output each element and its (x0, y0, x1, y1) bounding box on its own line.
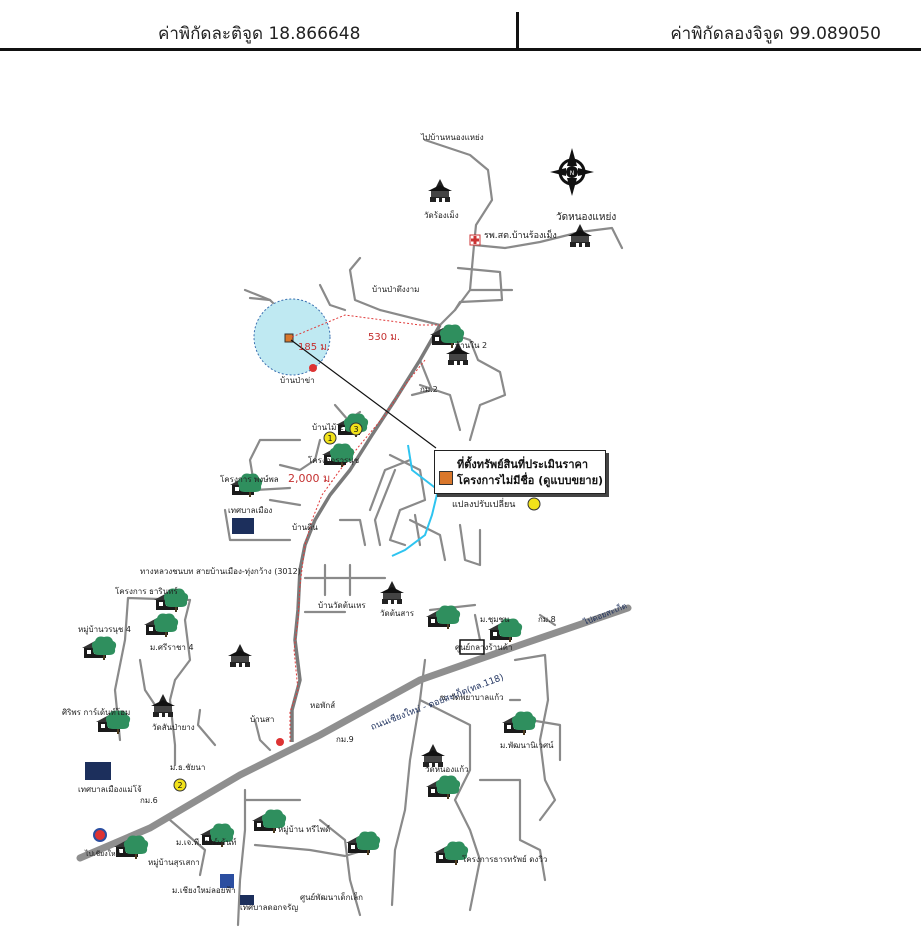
label: วัดหนองแหย่ง (556, 212, 616, 223)
label: กม.8 (538, 615, 556, 624)
label: ม.เชียงใหม่ลอยฟ้า (172, 886, 236, 895)
landmark-dot (309, 364, 317, 372)
building-icon (220, 874, 234, 888)
north-compass: N (550, 148, 594, 196)
school-icon (85, 762, 111, 780)
header-divider (516, 12, 519, 50)
temple-icon (380, 581, 404, 604)
label: ม.พัฒนานิเวศน์ (500, 740, 554, 750)
label: โครงการวรนุช (308, 455, 360, 465)
label: ศิริพร การ์เด้นท์โฮม (62, 707, 130, 717)
callout-leader (290, 339, 437, 449)
distance-185: 185 ม. (298, 342, 330, 353)
label: บ้านใน 2 (455, 341, 487, 350)
distance-2000: 2,000 ม. (288, 472, 334, 485)
property-callout: ที่ตั้งทรัพย์สินที่ประเมินราคา โครงการไม… (434, 450, 606, 494)
gas-station-icon (93, 828, 107, 842)
svg-text:2: 2 (177, 781, 182, 790)
label: ม.เจ.พี. การ์เด้นท์ (176, 837, 236, 847)
label: วัดร้องเม็ง (424, 210, 459, 220)
label: หมู่บ้านสุรเสกา (148, 858, 200, 868)
callout-title: ที่ตั้งทรัพย์สินที่ประเมินราคา (457, 458, 589, 471)
marker-2: 2 (173, 778, 187, 792)
callout-subtitle: โครงการไม่มีชื่อ (ดูแบบขยาย) (457, 474, 604, 487)
label: บ้านวัดต้นเหร (318, 601, 366, 610)
label: กม.2 (420, 385, 438, 394)
property-swatch (439, 471, 453, 485)
label: ไปบ้านหนองแหย่ง (420, 133, 484, 142)
temple-icon (228, 644, 252, 667)
building-icon (240, 895, 254, 905)
hospital-icon (469, 234, 481, 246)
highway-118 (76, 604, 632, 862)
landmark-dot (276, 738, 284, 746)
house-icon (346, 831, 381, 855)
label: หมู่บ้าน ทรีไพด์ (278, 824, 330, 835)
label: หอพักส์ (310, 700, 335, 710)
label: เทศบาลเมืองแม่โจ้ (78, 784, 142, 794)
latitude-label: ค่าพิกัดละติจูด 18.866648 (158, 24, 361, 44)
label: ทางหลวงชนบท สายบ้านเมือง-ทุ่งกว้าง (3012… (140, 567, 301, 576)
label: ม.ธ.ชัยนา (170, 763, 205, 772)
label: หมู่บ้านวรนุช 4 (78, 625, 131, 635)
label: บ้านดิน (292, 523, 318, 532)
label: เทศบาลดอกจรัญ (240, 903, 298, 912)
label: กม.9 (336, 735, 354, 744)
dotted-route (289, 314, 440, 742)
label: ไปเชียงใหม่ (84, 849, 120, 858)
label: ม.ศรีราชา 4 (150, 643, 194, 652)
longitude-label: ค่าพิกัดลองจิจูด 99.089050 (670, 24, 881, 44)
label: ม.ชุมชน (480, 615, 510, 624)
label: บ้านสา (250, 715, 274, 724)
property-marker (284, 333, 294, 343)
label: บ้านป่าตึงงาม (372, 285, 419, 294)
label: ซ. วัดพยาบาลแก้ว (440, 693, 504, 702)
label: กม.6 (140, 796, 158, 805)
temple-icon (421, 744, 445, 767)
label: เทศบาลเมือง (228, 506, 272, 515)
label: วัดสันป่ายาง (152, 723, 195, 732)
marker-3: 3 (349, 422, 363, 436)
coordinate-header: ค่าพิกัดละติจูด 18.866648 ค่าพิกัดลองจิจ… (0, 0, 921, 51)
label: แปลงปรับเปลี่ยน (452, 497, 515, 510)
house-icon (144, 613, 179, 637)
river (391, 444, 440, 557)
legend-yellow-dot (527, 497, 541, 511)
temple-icon (568, 224, 592, 247)
svg-text:3: 3 (353, 425, 358, 434)
label: โครงการธารทรัพย์ ดงวิว (462, 854, 547, 864)
building-icon (459, 639, 485, 655)
label: วัดต้นสาร (380, 609, 415, 618)
house-icon (502, 711, 537, 735)
house-icon (426, 775, 461, 799)
header-rule (0, 48, 921, 51)
marker-1: 1 (323, 431, 337, 445)
label: โครงการ พงษ์พล (220, 474, 279, 484)
school-icon (232, 518, 254, 534)
label: โครงการ ธารินทร์ (115, 586, 178, 596)
label: บ้านป่าข่า (280, 376, 315, 385)
label: วัดหนองแก้ว (425, 765, 469, 774)
label: ศูนย์กลางร้านค้า (455, 642, 512, 653)
house-icon (82, 636, 117, 660)
distance-530: 530 ม. (368, 332, 400, 343)
temple-icon (428, 179, 452, 202)
svg-text:1: 1 (327, 434, 332, 443)
label: รพ.สต.บ้านร้องเม็ง (484, 228, 557, 241)
label: บ้านไม้ 2 (312, 423, 344, 432)
svg-text:N: N (570, 170, 575, 177)
label: ศูนย์พัฒนาเด็กเล็ก (300, 892, 363, 903)
